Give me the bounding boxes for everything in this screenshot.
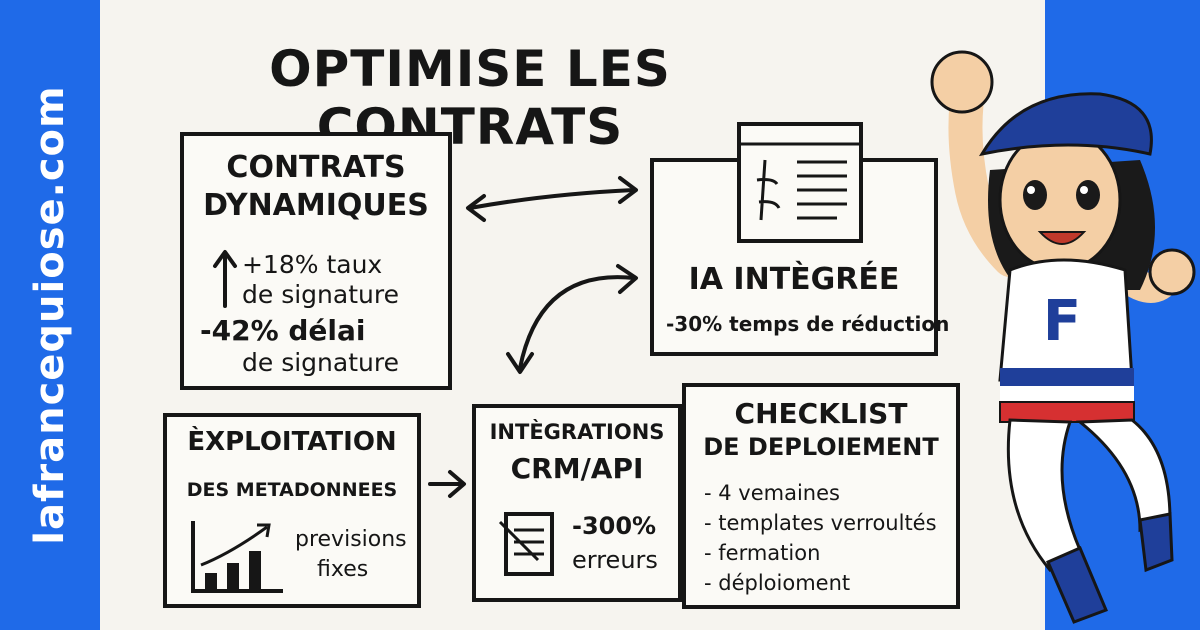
exploitation-title-line1: ÈXPLOITATION (187, 427, 397, 457)
exploitation-label-line1: previsions (295, 527, 407, 552)
integrations-stat-line1: -300% (572, 512, 657, 540)
ia-stat-line: -30% temps de réduction (666, 312, 950, 336)
double-arrow-contrats-ia (466, 176, 638, 222)
contrats-title-line1: CONTRATS (226, 150, 406, 185)
box-exploitation-metadonnees: ÈXPLOITATION DES METADONNEES previsions … (163, 413, 421, 608)
integrations-title-line1: INTÈGRATIONS (489, 420, 665, 444)
mascot-shirt-letter: F (1043, 289, 1081, 354)
box-integrations-crm-api: INTÈGRATIONS CRM/API -300% erreurs (472, 404, 682, 602)
contrats-stat-line1: +18% taux (242, 250, 383, 279)
arrow-exploitation-integrations (428, 470, 466, 498)
exploitation-title-line2: DES METADONNEES (186, 479, 398, 501)
box-contrats-dynamiques: CONTRATS DYNAMIQUES +18% taux de signatu… (180, 132, 452, 390)
checklist-title-line1: CHECKLIST (734, 397, 908, 430)
contrats-stat-line2: de signature (242, 280, 399, 309)
checklist-title-line2: DE DEPLOIEMENT (703, 433, 939, 461)
mascot-superhero-illustration: F (930, 50, 1196, 624)
exploitation-label-line2: fixes (317, 557, 369, 582)
bar-chart-icon (191, 521, 283, 593)
contrats-stat-line4: de signature (242, 348, 399, 377)
checklist-item-2: - templates verroultés (704, 511, 937, 535)
contrats-stat-line3: -42% délai (200, 314, 366, 347)
curved-arrow-ia-integrations (506, 264, 638, 374)
page-title: OPTIMISE LES CONTRATS (269, 40, 671, 156)
document-icon (737, 122, 863, 243)
integrations-title-line2: CRM/API (510, 452, 644, 485)
box-checklist-deploiement: CHECKLIST DE DEPLOIEMENT - 4 vemaines - … (682, 383, 960, 609)
checklist-item-4: - déploioment (704, 571, 851, 595)
ia-title: IA INTÈGRÉE (688, 262, 900, 297)
checklist-item-1: - 4 vemaines (704, 481, 840, 505)
arrow-up-icon (213, 250, 237, 308)
checklist-document-icon (498, 512, 554, 576)
checklist-item-3: - fermation (704, 541, 821, 565)
contrats-title-line2: DYNAMIQUES (203, 188, 429, 223)
integrations-stat-line2: erreurs (572, 546, 658, 574)
